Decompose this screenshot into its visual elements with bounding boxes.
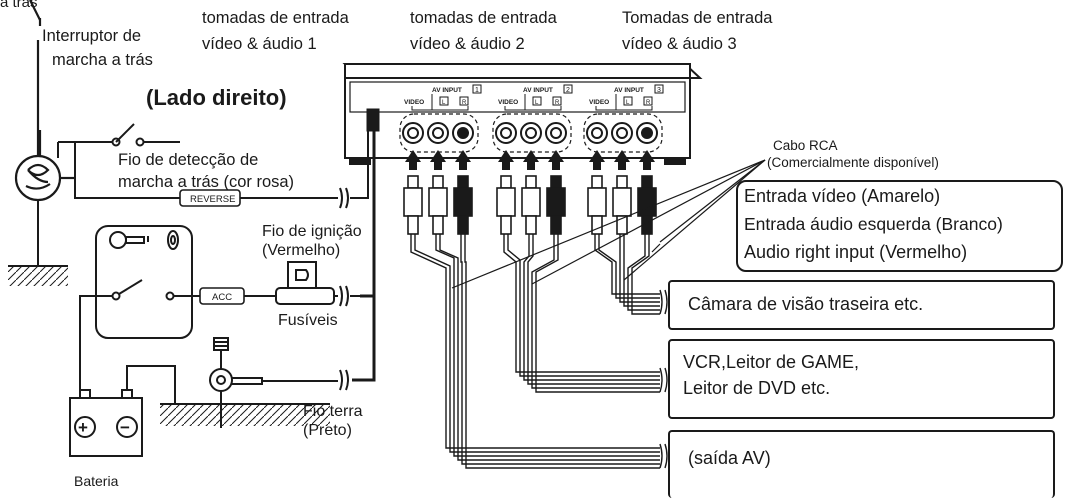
panel-av-input-3: AV INPUT <box>614 87 644 94</box>
battery-icon <box>69 365 176 457</box>
panel-l-2: L <box>535 100 539 106</box>
device-av-output-label: (saída AV) <box>688 448 771 468</box>
rca-color-legend <box>736 180 1063 272</box>
panel-video-1: VIDEO <box>404 99 424 106</box>
ignition-switch-icon <box>79 225 200 380</box>
label-input1-line2: vídeo & áudio 1 <box>202 35 317 53</box>
reverse-switch-icon <box>57 123 180 199</box>
label-rca-cable-2: (Comercialmente disponível) <box>767 155 939 170</box>
device-vcr-game-dvd <box>668 339 1055 419</box>
label-reverse-wire-1: Fio de detecção de <box>118 151 259 169</box>
panel-number-1: 1 <box>475 87 479 94</box>
lamp-ground-hatch <box>8 266 68 286</box>
ignition-wire <box>244 261 360 307</box>
label-fuses: Fusíveis <box>278 312 338 329</box>
label-rca-cable-1: Cabo RCA <box>773 138 838 153</box>
label-reverse-switch-1: Interruptor de <box>42 27 142 45</box>
panel-r-1: R <box>462 100 467 106</box>
panel-av-input-1: AV INPUT <box>432 87 462 94</box>
label-battery: Bateria <box>74 473 119 489</box>
insertion-arrows <box>405 150 655 170</box>
panel-r-3: R <box>646 100 651 106</box>
panel-video-2: VIDEO <box>498 99 518 106</box>
panel-labels: AV INPUT AV INPUT AV INPUT VIDEO VIDEO V… <box>404 87 644 106</box>
panel-number-badges: 1 2 3 <box>472 84 664 94</box>
battery-minus-sign: − <box>120 418 130 437</box>
reverse-wire <box>240 117 374 209</box>
label-ignition-1: Fio de ignição <box>262 223 362 240</box>
label-input1-line1: tomadas de entrada <box>202 9 349 27</box>
panel-lr-marks <box>411 94 653 111</box>
device-av-output <box>668 430 1055 498</box>
label-input3-line2: vídeo & áudio 3 <box>622 35 737 53</box>
legend-audio-left-input: Entrada áudio esquerda (Branco) <box>744 214 1003 234</box>
reverse-tag <box>179 189 241 207</box>
panel-number-3: 3 <box>657 87 661 94</box>
rca-cables <box>410 234 660 469</box>
battery-plus-sign: + <box>78 418 88 437</box>
lamp-ground-icon <box>8 200 68 267</box>
acc-tag-label: ACC <box>212 292 232 303</box>
rca-callout-lines <box>451 159 766 289</box>
legend-video-input: Entrada vídeo (Amarelo) <box>744 186 941 206</box>
label-right-side: (Lado direito) <box>146 85 287 110</box>
label-reverse-switch-2: marcha a trás <box>52 51 153 69</box>
device-vcr-label-1: VCR,Leitor de GAME, <box>683 352 860 372</box>
label-reverse-wire-2: marcha a trás (cor rosa) <box>118 173 295 191</box>
label-ground-1: Fio terra <box>303 403 363 420</box>
label-input2-line2: vídeo & áudio 2 <box>410 35 525 53</box>
panel-number-2: 2 <box>566 87 570 94</box>
panel-r-2: R <box>555 100 560 106</box>
device-rear-camera <box>668 280 1055 330</box>
panel-l-1: L <box>442 100 446 106</box>
cable-end-marks <box>659 289 668 469</box>
panel-lr-letters: L R L R L R <box>442 100 651 106</box>
chassis-ground-hatch <box>160 404 330 426</box>
device-vcr-label-2: Leitor de DVD etc. <box>683 378 831 398</box>
label-ground-2: (Preto) <box>303 422 352 439</box>
reverse-tag-label: REVERSE <box>190 194 235 205</box>
rca-plugs <box>403 175 657 235</box>
ground-screw-icon <box>209 337 349 428</box>
label-ignition-2: (Vermelho) <box>262 242 341 259</box>
label-reverse-lamp: a trás <box>0 0 38 11</box>
device-rear-camera-label: Câmara de visão traseira etc. <box>688 294 924 314</box>
power-cable <box>352 108 380 382</box>
panel-av-input-2: AV INPUT <box>523 87 553 94</box>
label-input3-line1: Tomadas de entrada <box>622 9 773 27</box>
panel-video-3: VIDEO <box>589 99 609 106</box>
label-input2-line1: tomadas de entrada <box>410 9 557 27</box>
panel-l-3: L <box>626 100 630 106</box>
legend-audio-right-input: Audio right input (Vermelho) <box>744 242 968 262</box>
rca-jacks <box>399 113 663 153</box>
